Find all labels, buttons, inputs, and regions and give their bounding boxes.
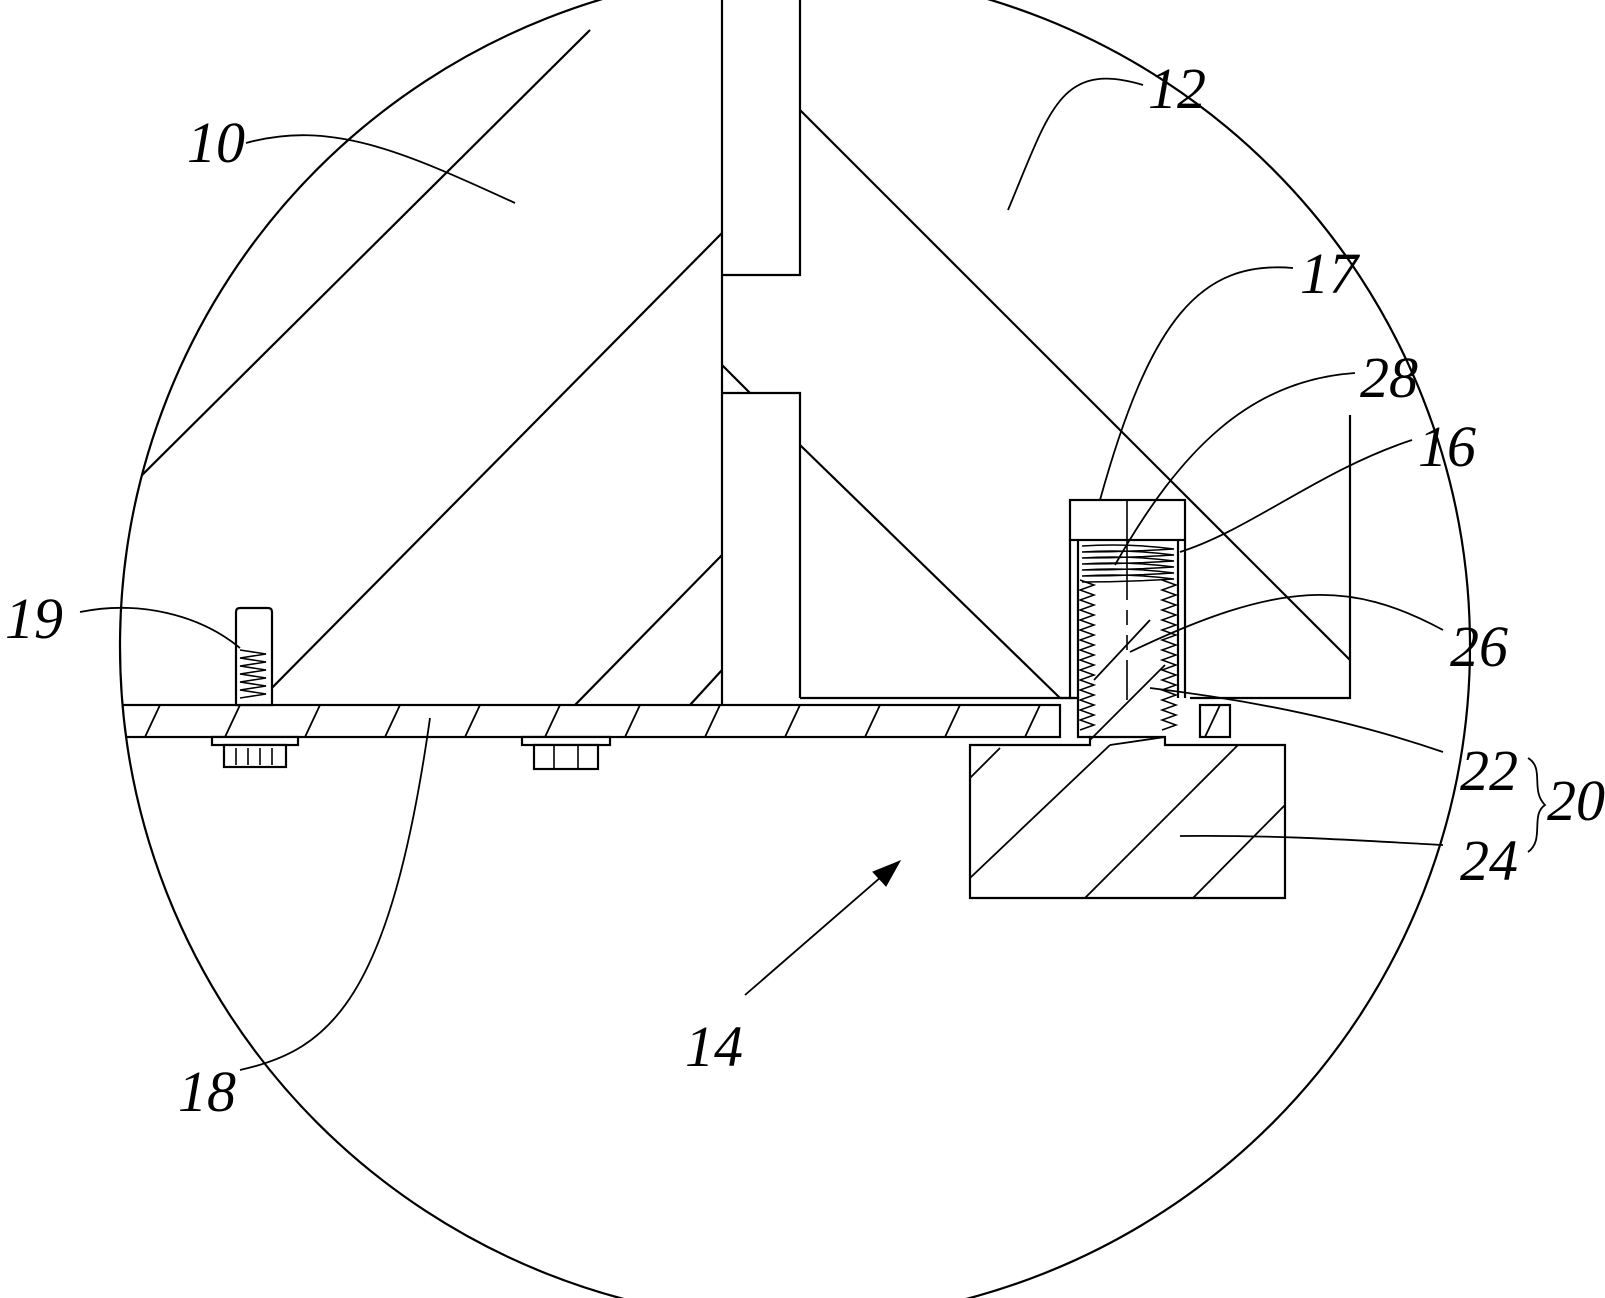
housing-17 [1068, 498, 1187, 741]
body-10-lines [124, 29, 723, 706]
label-14: 14 [685, 1014, 743, 1079]
bolt-19 [210, 606, 300, 769]
label-17: 17 [1300, 241, 1360, 306]
label-24: 24 [1460, 828, 1518, 893]
reference-numerals: 10 12 17 28 16 19 26 22 20 24 14 18 [5, 56, 1605, 1124]
label-28: 28 [1360, 345, 1418, 410]
detail-circle [119, 0, 1471, 1298]
label-20: 20 [1547, 768, 1605, 833]
label-16: 16 [1418, 414, 1476, 479]
label-12: 12 [1148, 56, 1206, 121]
body-12-lines [799, 109, 1352, 700]
arrowhead-14 [872, 859, 902, 887]
leader-lines [79, 77, 1547, 1071]
label-26: 26 [1450, 614, 1508, 679]
nut [520, 735, 612, 771]
detail-contents [120, 0, 1352, 900]
label-10: 10 [187, 110, 245, 175]
vertical-column [720, 0, 802, 705]
plate-18 [120, 696, 1232, 739]
label-22: 22 [1460, 738, 1518, 803]
label-18: 18 [178, 1059, 236, 1124]
label-19: 19 [5, 586, 63, 651]
block-24 [968, 735, 1287, 900]
